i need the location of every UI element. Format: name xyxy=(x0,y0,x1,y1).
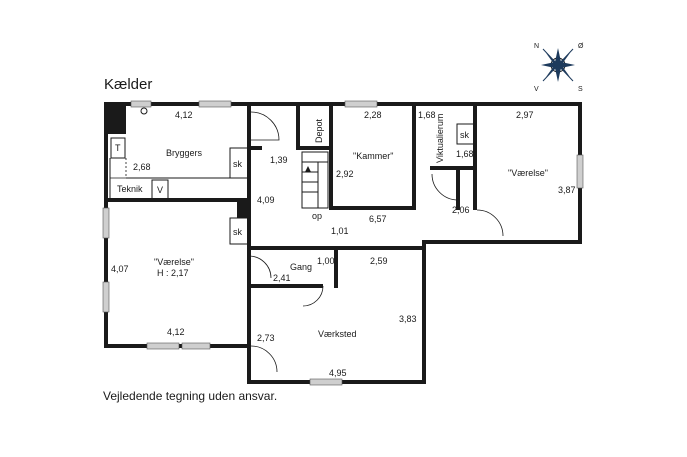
fixture-sk-bryggers: sk xyxy=(233,159,243,169)
dim-1-01: 1,01 xyxy=(331,226,349,236)
dim-2-06: 2,06 xyxy=(452,205,470,215)
walls xyxy=(104,102,582,384)
fixture-v: V xyxy=(157,185,163,195)
room-gang: Gang xyxy=(290,262,312,272)
dim-4-95: 4,95 xyxy=(329,368,347,378)
dim-6-57: 6,57 xyxy=(369,214,387,224)
room-bryggers: Bryggers xyxy=(166,148,203,158)
dim-4-07: 4,07 xyxy=(111,264,129,274)
room-teknik: Teknik xyxy=(117,184,143,194)
doors xyxy=(237,111,504,373)
room-vaerelse-left-height: H : 2,17 xyxy=(157,268,189,278)
dim-2-73: 2,73 xyxy=(257,333,275,343)
room-viktualierum: Viktualierum xyxy=(435,114,445,163)
compass-s: S xyxy=(578,86,583,93)
dim-3-83: 3,83 xyxy=(399,314,417,324)
compass-n: N xyxy=(534,43,539,50)
fixture-sk-viktualie: sk xyxy=(460,130,470,140)
fixtures xyxy=(109,107,476,245)
dim-2-28: 2,28 xyxy=(364,110,382,120)
dim-1-68-top: 1,68 xyxy=(418,110,436,120)
dim-3-87: 3,87 xyxy=(558,185,576,195)
dim-2-59: 2,59 xyxy=(370,256,388,266)
room-vaerelse-right: "Værelse" xyxy=(508,168,548,178)
dim-2-97: 2,97 xyxy=(516,110,534,120)
staircase xyxy=(301,151,329,209)
compass-icon: N Ø V S xyxy=(534,43,584,93)
windows xyxy=(102,100,584,386)
dim-4-12-bottom: 4,12 xyxy=(167,327,185,337)
fixture-sk-vaerelse: sk xyxy=(233,227,243,237)
dim-1-39: 1,39 xyxy=(270,155,288,165)
plan-title: Kælder xyxy=(104,76,153,93)
compass-o: Ø xyxy=(578,43,584,50)
room-kammer: "Kammer" xyxy=(353,151,393,161)
dim-2-68: 2,68 xyxy=(133,162,151,172)
dim-4-12-top: 4,12 xyxy=(175,110,193,120)
disclaimer-note: Vejledende tegning uden ansvar. xyxy=(103,389,278,403)
dim-2-41: 2,41 xyxy=(273,273,291,283)
dim-4-09: 4,09 xyxy=(257,195,275,205)
dim-1-00: 1,00 xyxy=(317,256,335,266)
fixture-t: T xyxy=(115,143,121,153)
room-vaerelse-left: "Værelse" xyxy=(154,257,194,267)
room-depot: Depot xyxy=(314,118,324,143)
room-vaerksted: Værksted xyxy=(318,329,357,339)
dim-1-68-side: 1,68 xyxy=(456,149,474,159)
compass-v: V xyxy=(534,86,539,93)
dim-2-92: 2,92 xyxy=(336,169,354,179)
stair-op-label: op xyxy=(312,211,322,221)
